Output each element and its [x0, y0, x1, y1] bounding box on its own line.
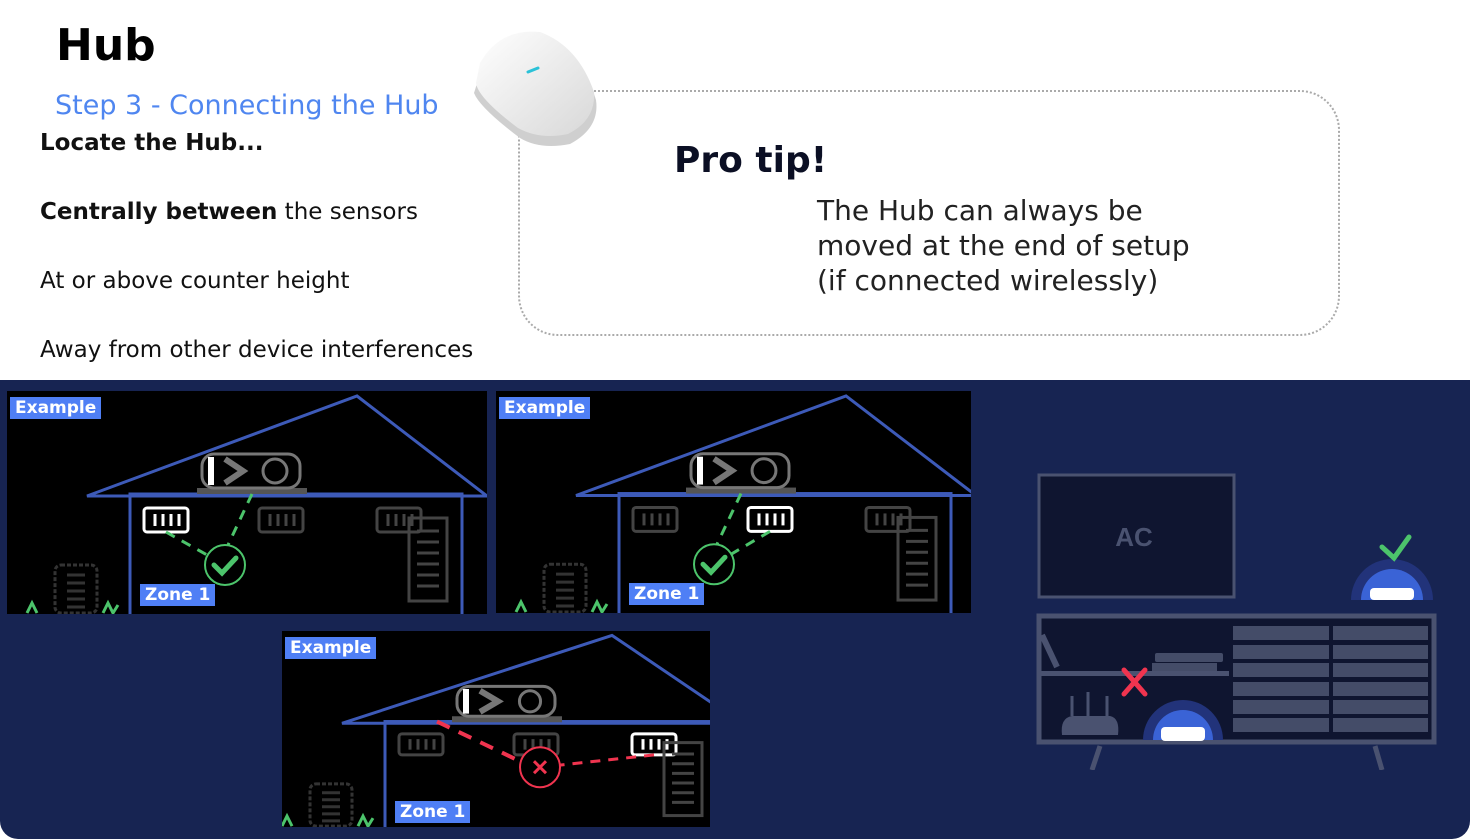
- instructions-section: Hub Step 3 - Connecting the Hub Locate t…: [0, 0, 1470, 380]
- sensor-vent: [375, 506, 423, 534]
- pro-tip-line: (if connected wirelessly): [817, 264, 1159, 297]
- outdoor-unit-icon: [53, 563, 99, 614]
- ac-unit-icon: [455, 684, 557, 718]
- page-title: Hub: [56, 20, 156, 71]
- sensor-vent: [864, 505, 912, 533]
- hub-device-image: [474, 31, 597, 146]
- grass-icon: [25, 599, 120, 614]
- roof: [341, 633, 710, 725]
- zone-label: Zone 1: [629, 583, 705, 606]
- example-tag: Example: [285, 637, 377, 659]
- ac-unit-base: [197, 488, 307, 494]
- ac-unit-icon: [200, 452, 302, 490]
- zone-label: Zone 1: [140, 584, 216, 606]
- tip-height: At or above counter height: [40, 268, 350, 294]
- cabinet-doors: [1233, 626, 1428, 732]
- tv-icon: [1037, 473, 1236, 599]
- grass-icon: [282, 812, 375, 827]
- pro-tip-text: The Hub can always be moved at the end o…: [817, 193, 1237, 298]
- pro-tip-heading: Pro tip!: [674, 140, 828, 181]
- outdoor-unit-icon: [542, 562, 588, 613]
- radiator-icon: [896, 515, 938, 602]
- zone-label: Zone 1: [395, 800, 471, 823]
- example-tag: Example: [499, 397, 591, 419]
- hub-good-placement: [1351, 559, 1433, 600]
- tip-away: Away from other device interferences: [40, 337, 474, 363]
- locate-heading: Locate the Hub...: [40, 130, 264, 156]
- tip-central-bold: Centrally between: [40, 199, 278, 225]
- check-mark-icon: [1379, 534, 1412, 562]
- radiator-icon: [407, 516, 449, 603]
- grass-icon: [514, 598, 609, 613]
- tv-stand-scene: AC: [1036, 473, 1437, 770]
- roof: [575, 394, 971, 498]
- pro-tip-line: The Hub can always be: [817, 194, 1143, 227]
- hub-bad-placement: [1143, 700, 1223, 741]
- outdoor-unit-icon: [308, 782, 354, 827]
- sensor-vent: [257, 506, 305, 534]
- radiator-icon: [662, 741, 704, 818]
- roof: [86, 394, 487, 498]
- tv-logo: AC: [1115, 522, 1153, 552]
- check-circle-icon: [693, 543, 735, 586]
- router-icon: [1061, 692, 1119, 735]
- pro-tip-line: moved at the end of setup: [817, 229, 1190, 262]
- sensor-vent: [631, 505, 679, 533]
- example-tag: Example: [10, 397, 102, 419]
- ac-unit-base: [452, 716, 562, 723]
- step-subtitle: Step 3 - Connecting the Hub: [55, 90, 439, 121]
- x-mark-icon: [1121, 667, 1148, 697]
- sensor-vent: [397, 732, 445, 757]
- pro-tip-box: [518, 90, 1340, 336]
- ac-unit-base: [686, 487, 796, 494]
- ac-unit-icon: [689, 452, 791, 490]
- active-sensor-vent: [746, 505, 794, 533]
- active-sensor-vent: [142, 506, 190, 534]
- check-circle-icon: [204, 544, 246, 586]
- tip-central-rest: the sensors: [277, 199, 418, 225]
- active-sensor-vent: [630, 732, 678, 757]
- tip-central: Centrally between the sensors: [40, 199, 418, 225]
